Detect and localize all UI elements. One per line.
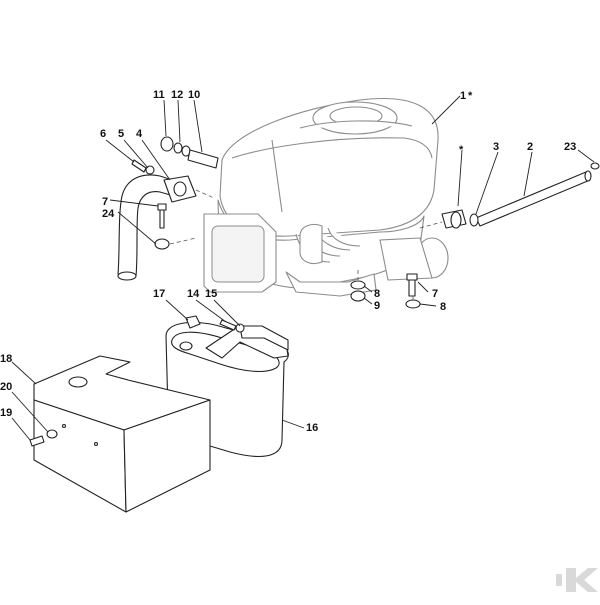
washer-8a [350,280,366,290]
bolt-7 [157,203,167,211]
label-15: 15 [205,288,217,300]
label-20: 20 [0,381,12,393]
hose-clamp-3 [469,213,479,227]
engine-mount-fasteners [350,270,421,309]
bolt-7-shank [159,209,165,229]
exhaust-pipe-end [117,271,137,281]
label-8a: 8 [374,288,380,300]
nut-24 [154,238,170,250]
label-19: 19 [0,407,12,419]
callout-labels: 1 * * 3 2 23 11 12 10 6 5 4 7 24 7 8 8 9… [0,89,576,434]
exhaust-assembly [117,136,219,281]
label-6: 6 [100,128,106,140]
exhaust-flange-hole [173,181,187,197]
heat-shield-rivet [93,441,99,447]
hose-end [584,170,592,182]
label-4: 4 [136,128,143,140]
leader-lines [11,95,595,441]
hose-clamp-23 [590,162,600,170]
engine-base [285,271,377,297]
label-24: 24 [102,208,115,220]
nut-11 [160,136,174,152]
mount-dash [357,270,414,300]
engine-outlet-body [379,237,433,281]
label-12: 12 [171,89,183,101]
bolt-7b-shank [408,279,416,297]
label-16: 16 [306,422,318,434]
label-17: 17 [153,288,165,300]
label-7: 7 [102,196,108,208]
label-star-1: * [468,90,473,102]
label-23: 23 [564,141,576,153]
label-11: 11 [153,89,165,101]
bolt-6 [131,159,147,173]
label-10: 10 [188,89,200,101]
label-7b: 7 [432,288,438,300]
nut-9 [350,290,366,302]
fuel-fitting-nut [450,211,462,229]
washer-20 [46,429,58,439]
heat-shield [29,355,211,513]
bolt-7b [406,273,418,281]
stud-10 [187,149,219,169]
label-2: 2 [527,141,533,153]
label-5: 5 [118,128,124,140]
label-18: 18 [0,353,12,365]
label-1: 1 [460,90,466,102]
label-8b: 8 [440,301,446,313]
bolt-14 [219,319,237,331]
label-star-2: * [459,144,464,156]
muffler-hole [179,341,193,351]
screw-19 [29,435,45,447]
engine-side-panel [211,225,265,283]
engine [203,97,449,297]
label-9: 9 [374,300,380,312]
fuel-line-dash [419,221,443,229]
engine-carburettor [299,223,323,265]
label-3: 3 [493,141,499,153]
engine-shroud-rim [231,137,433,159]
fuel-line [419,162,600,229]
heat-shield-hole [68,376,88,388]
engine-shroud-ridge [271,120,413,213]
exhaust-dash [169,189,215,245]
fuel-hose [475,171,591,227]
washer-15 [235,323,245,333]
heat-shield-rivet-2 [61,423,67,429]
label-14: 14 [187,288,200,300]
washer-8b [405,299,421,309]
washer-12a [173,142,183,154]
heat-shield-side [123,399,211,513]
nut-17 [185,315,201,329]
brand-logo-icon [556,568,598,592]
muffler-bracket-arm [239,325,289,351]
